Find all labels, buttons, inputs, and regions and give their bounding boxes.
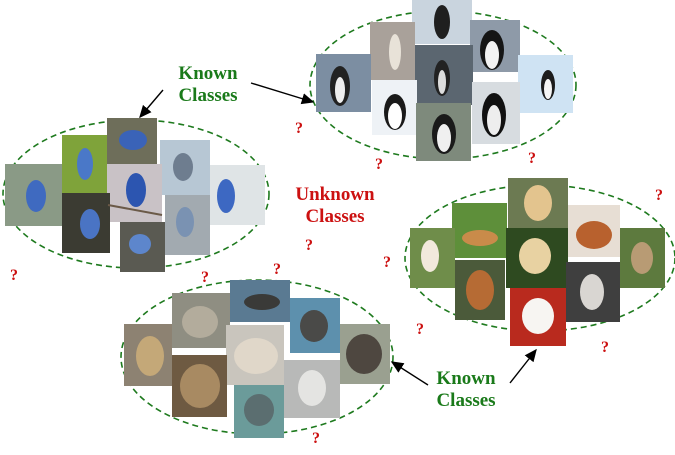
unknown-sample-marker: ?	[305, 238, 313, 254]
unknown-sample-marker: ?	[375, 157, 383, 173]
known-classes-label-top: Known Classes	[160, 63, 256, 107]
unknown-sample-marker: ?	[295, 121, 303, 137]
unknown-classes-label: Unknown Classes	[280, 184, 390, 228]
unknown-sample-marker: ?	[601, 340, 609, 356]
arrow-to-penguin-cluster	[251, 83, 313, 102]
known-classes-label-bottom: Known Classes	[418, 368, 514, 412]
unknown-sample-marker: ?	[273, 262, 281, 278]
seal-photo-icon	[124, 280, 390, 438]
unknown-sample-marker: ?	[528, 151, 536, 167]
unknown-sample-marker: ?	[383, 255, 391, 271]
unknown-sample-marker: ?	[10, 268, 18, 284]
penguin-photo-icon	[316, 0, 573, 161]
unknown-sample-marker: ?	[201, 270, 209, 286]
unknown-sample-marker: ?	[655, 188, 663, 204]
dog-photo-icon	[410, 178, 665, 346]
unknown-sample-marker: ?	[312, 431, 320, 447]
unknown-sample-marker: ?	[416, 322, 424, 338]
